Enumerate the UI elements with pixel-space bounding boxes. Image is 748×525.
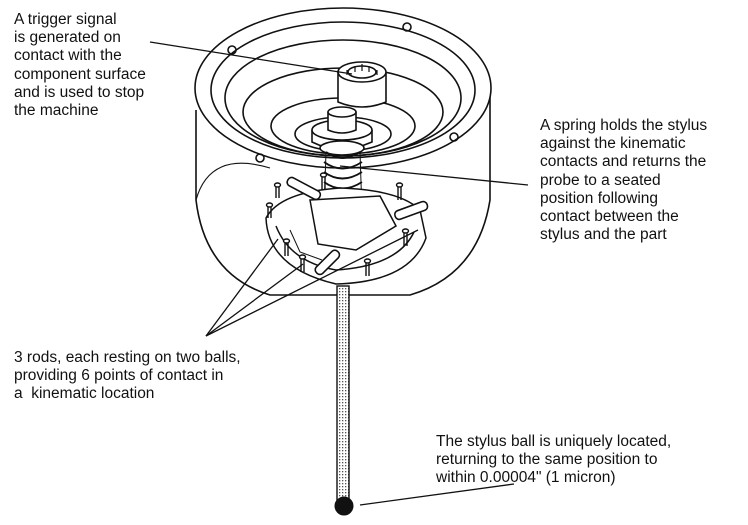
callout-line: is generated on: [14, 29, 121, 47]
stylus: [334, 285, 354, 516]
callout-line: contact between the: [540, 208, 679, 226]
callout-line: returning to the same position to: [436, 451, 658, 469]
callout-line: against the kinematic: [540, 135, 686, 153]
callout-line: component surface: [14, 65, 146, 83]
contact-balls: [265, 172, 410, 276]
spring-callout: A spring holds the stylus against the ki…: [540, 117, 707, 244]
callout-line: A trigger signal: [14, 11, 117, 28]
callout-line: and is used to stop: [14, 83, 145, 101]
trigger-signal-callout: A trigger signal is generated on contact…: [14, 11, 146, 120]
callout-line: stylus and the part: [540, 226, 667, 244]
callout-line: 3 rods, each resting on two balls,: [14, 349, 241, 366]
trigger-connector: [337, 61, 387, 108]
stylus-ball-callout: The stylus ball is uniquely located, ret…: [436, 433, 671, 488]
callout-line: contacts and returns the: [540, 153, 707, 171]
kinematic-rods: [286, 176, 429, 276]
kinematic-rods-callout: 3 rods, each resting on two balls, provi…: [14, 349, 241, 404]
callout-line: within 0.00004" (1 micron): [436, 469, 616, 487]
callout-line: The stylus ball is uniquely located,: [436, 433, 672, 450]
callout-line: contact with the: [14, 47, 122, 65]
leader-lines: [149, 41, 529, 506]
callout-line: the machine: [14, 102, 99, 120]
kinematic-plate: [265, 187, 427, 285]
spindle: [311, 106, 373, 156]
callout-line: providing 6 points of contact in: [14, 367, 224, 385]
callout-line: a kinematic location: [14, 385, 155, 403]
callout-line: probe to a seated: [540, 171, 661, 189]
callout-line: A spring holds the stylus: [540, 117, 708, 134]
callout-line: position following: [540, 189, 659, 207]
